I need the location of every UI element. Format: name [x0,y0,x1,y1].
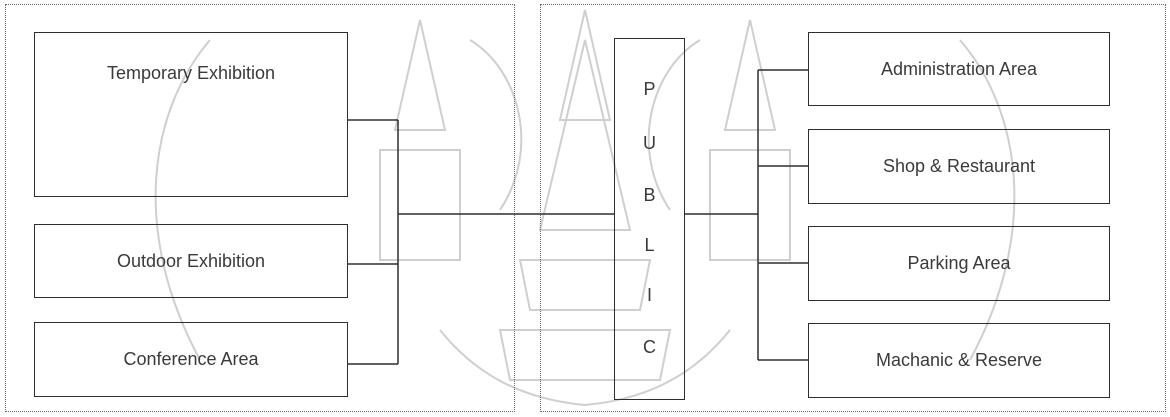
public-letter: L [615,235,684,256]
shop-restaurant-label: Shop & Restaurant [883,156,1035,177]
administration-area-box: Administration Area [808,32,1110,106]
public-letter: U [615,133,684,154]
public-box: P U B L I C [614,38,685,400]
shop-restaurant-box: Shop & Restaurant [808,129,1110,204]
temporary-exhibition-box: Temporary Exhibition [34,32,348,197]
conference-area-label: Conference Area [123,349,258,370]
administration-area-label: Administration Area [881,59,1037,80]
outdoor-exhibition-box: Outdoor Exhibition [34,224,348,298]
conference-area-box: Conference Area [34,322,348,397]
public-letter: B [615,185,684,206]
mechanic-reserve-label: Machanic & Reserve [876,350,1042,371]
public-letter: C [615,337,684,358]
parking-area-box: Parking Area [808,226,1110,301]
public-letter: I [615,285,684,306]
parking-area-label: Parking Area [907,253,1010,274]
outdoor-exhibition-label: Outdoor Exhibition [117,251,265,272]
temporary-exhibition-label: Temporary Exhibition [107,63,275,84]
public-letter: P [615,79,684,100]
mechanic-reserve-box: Machanic & Reserve [808,323,1110,398]
